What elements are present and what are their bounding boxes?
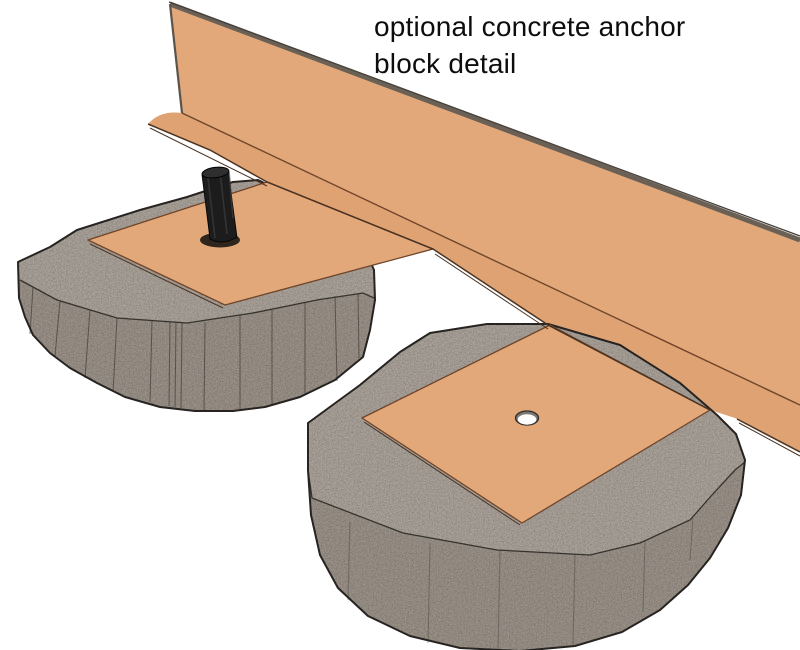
left-block-top-rim-line [19,279,375,324]
stake-grain-streaks [207,171,234,239]
stake-hole-inner [517,414,537,425]
flange-front-edge-line-right [736,418,800,453]
stake-top-face [201,166,230,179]
flange-front-edge-line [147,123,711,411]
left-block-facet-lines [29,286,360,411]
wall-left-edge [168,3,184,114]
edging-wall-panel [170,4,800,405]
left-plate-thickness-line [89,243,224,309]
wall-top-edge-band [169,1,800,243]
annotation-line-1: optional concrete anchor [374,11,686,42]
wall-flange-crease-line [181,112,800,406]
anchor-stake [200,166,240,248]
annotation-line-2: block detail [374,48,517,79]
flange-edge-thickness-lines [149,127,800,457]
right-block-facet-lines [347,517,694,650]
right-block-top-rim-line [307,461,746,556]
right-block-outline [307,323,746,650]
stake-hole [514,410,540,426]
right-plate-thickness-line [363,421,521,526]
wall-top-edge-line [168,1,800,237]
annotation-text: optional concrete anchor block detail [374,8,685,82]
